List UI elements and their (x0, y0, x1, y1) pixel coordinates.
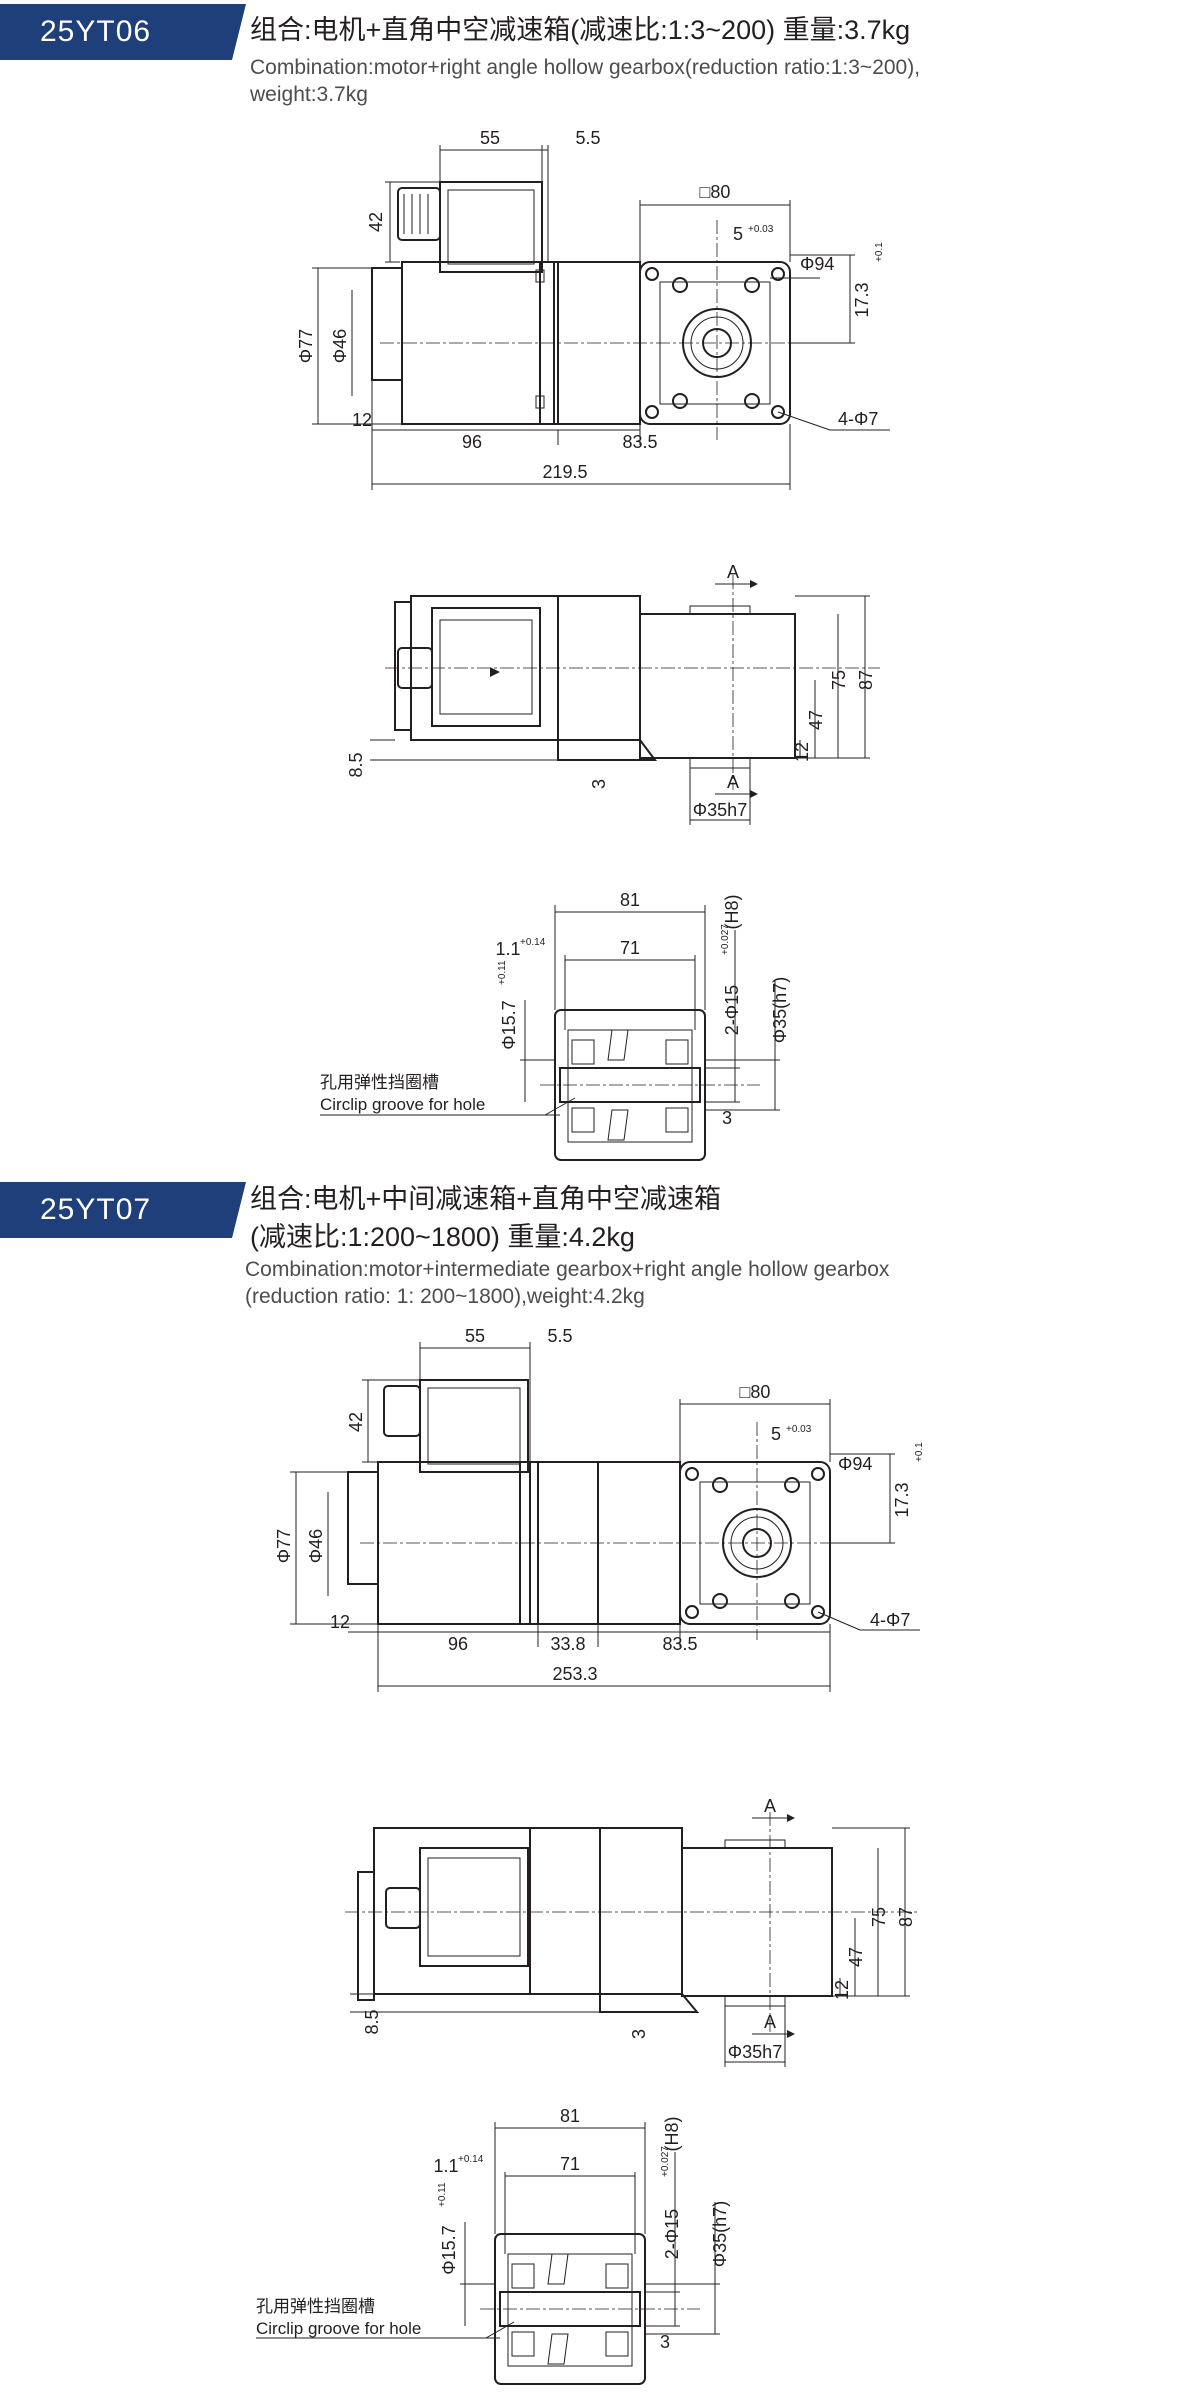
dim-h8: (H8) (662, 2117, 682, 2152)
side-view-drawing: A A 75 87 47 12 8.5 3 Φ35h7 (345, 1796, 920, 2067)
dim-42: 42 (346, 1412, 366, 1432)
dim-shaft-phi35h7: Φ35h7 (693, 800, 747, 820)
dim-8-5: 8.5 (346, 752, 366, 777)
dim-shaft-phi35h7: Φ35h7 (728, 2042, 782, 2062)
dim-83-5: 83.5 (662, 1634, 697, 1654)
dim-47: 47 (806, 710, 826, 730)
dim-total-length: 253.3 (552, 1664, 597, 1684)
circlip-label-en: Circlip groove for hole (256, 2319, 421, 2338)
hollow-shaft-section: 81 71 1.1 +0.14 Φ15.7 +0.11 2-Φ15 +0.027… (256, 2106, 730, 2385)
dim-mounting-holes: 4-Φ7 (870, 1610, 910, 1630)
dim-81: 81 (560, 2106, 580, 2126)
dim-phi94: Φ94 (838, 1454, 872, 1474)
dim-55: 55 (480, 128, 500, 148)
dim-2-phi15-tol: +0.027 (720, 924, 731, 955)
dim-phi46: Φ46 (330, 329, 350, 363)
dim-33-8: 33.8 (550, 1634, 585, 1654)
dim-phi35-h7: Φ35(h7) (710, 2201, 730, 2267)
dim-keyway-5: 5 (771, 1424, 781, 1444)
dim-55: 55 (465, 1326, 485, 1346)
dim-8-5: 8.5 (362, 2009, 382, 2034)
model-title-zh: 组合:电机+直角中空减速箱(减速比:1:3~200) 重量:3.7kg (250, 15, 911, 45)
dim-17-3: 17.3 (892, 1482, 912, 1517)
title-zh-line-1: 组合:电机+中间减速箱+直角中空减速箱 (250, 1184, 722, 1214)
dim-phi94: Φ94 (800, 254, 834, 274)
dim-phi15-7-tol: +0.11 (437, 2182, 448, 2207)
hollow-shaft-section: 81 71 1.1 +0.14 Φ15.7 +0.11 2-Φ15 +0.027… (320, 890, 790, 1161)
title-en-line-2: (reduction ratio: 1: 200~1800),weight:4.… (245, 1285, 645, 1308)
dim-1-1-tol: +0.14 (458, 2154, 484, 2165)
dim-phi35-h7: Φ35(h7) (770, 977, 790, 1043)
dim-3: 3 (589, 779, 609, 789)
dim-42: 42 (366, 212, 386, 232)
section-mark-a-bottom: A (727, 772, 739, 792)
top-view-drawing: 55 5.5 42 □80 5 +0.03 Φ94 17.3 +0.1 Φ77 … (274, 1326, 925, 1692)
dim-81: 81 (620, 890, 640, 910)
top-view-drawing: 55 5.5 42 □80 5 +0.03 Φ94 17.3 +0.1 Φ77 … (296, 128, 890, 490)
section-mark-a-bottom: A (764, 2012, 776, 2032)
dim-keyway-tol: +0.03 (748, 224, 774, 235)
model-title-zh: 组合:电机+中间减速箱+直角中空减速箱 (减速比:1:200~1800) 重量:… (250, 1180, 721, 1256)
dim-17-3-tol: +0.1 (914, 1442, 925, 1462)
dim-71: 71 (560, 2154, 580, 2174)
dim-h8: (H8) (722, 895, 742, 930)
dim-phi15-7: Φ15.7 (439, 2225, 459, 2274)
dim-17-3-tol: +0.1 (874, 242, 885, 262)
dim-phi77: Φ77 (274, 1529, 294, 1563)
dim-96: 96 (462, 432, 482, 452)
dim-12-b: 12 (792, 742, 812, 762)
dim-12: 12 (352, 410, 372, 430)
dim-83-5: 83.5 (622, 432, 657, 452)
model-title-en: Combination:motor+right angle hollow gea… (250, 54, 1150, 108)
model-section-25yt06: 25YT06 组合:电机+直角中空减速箱(减速比:1:3~200) 重量:3.7… (0, 0, 1200, 1161)
dim-1-1-tol: +0.14 (520, 937, 546, 948)
dim-phi77: Φ77 (296, 329, 316, 363)
side-view-drawing: ▲ A A 75 87 47 12 8.5 3 Φ35h7 (346, 562, 880, 825)
model-title-en: Combination:motor+intermediate gearbox+r… (245, 1256, 1145, 1310)
section-mark-a-top: A (764, 1796, 776, 1816)
dim-12: 12 (330, 1612, 350, 1632)
dim-phi15-7: Φ15.7 (499, 1000, 519, 1049)
dim-17-3: 17.3 (852, 282, 872, 317)
dim-75: 75 (869, 1907, 889, 1927)
dim-96: 96 (448, 1634, 468, 1654)
circlip-label-zh: 孔用弹性挡圈槽 (256, 2297, 375, 2316)
title-en-line-2: weight:3.7kg (250, 83, 368, 106)
dim-87: 87 (896, 1907, 916, 1927)
dim-75: 75 (829, 670, 849, 690)
dim-square-80: □80 (700, 182, 731, 202)
dim-5-5: 5.5 (547, 1326, 572, 1346)
model-code-badge: 25YT06 (0, 4, 246, 60)
dim-square-80: □80 (740, 1382, 771, 1402)
title-zh-line-2: (减速比:1:200~1800) 重量:4.2kg (250, 1222, 635, 1252)
dim-2-phi15: 2-Φ15 (722, 985, 742, 1035)
dim-3: 3 (629, 2029, 649, 2039)
dim-3-b: 3 (660, 2332, 670, 2352)
dim-2-phi15-tol: +0.027 (660, 2146, 671, 2177)
dim-3-b: 3 (722, 1108, 732, 1128)
title-en-line-1: Combination:motor+intermediate gearbox+r… (245, 1258, 890, 1281)
dim-keyway-5: 5 (733, 224, 743, 244)
dim-total-length: 219.5 (542, 462, 587, 482)
dim-47: 47 (846, 1947, 866, 1967)
model-section-25yt07: 25YT07 组合:电机+中间减速箱+直角中空减速箱 (减速比:1:200~18… (0, 1172, 1200, 2394)
dim-keyway-tol: +0.03 (786, 1424, 812, 1435)
dim-2-phi15: 2-Φ15 (662, 2209, 682, 2259)
circlip-label-en: Circlip groove for hole (320, 1095, 485, 1114)
dim-5-5: 5.5 (575, 128, 600, 148)
dim-12-b: 12 (832, 1980, 852, 2000)
dim-1-1: 1.1 (495, 939, 520, 959)
dim-mounting-holes: 4-Φ7 (838, 409, 878, 429)
circlip-label-zh: 孔用弹性挡圈槽 (320, 1073, 439, 1092)
dim-87: 87 (856, 670, 876, 690)
dim-phi46: Φ46 (306, 1529, 326, 1563)
brand-logo-text: ▲ (486, 664, 505, 681)
model-code-badge: 25YT07 (0, 1182, 246, 1238)
title-en-line-1: Combination:motor+right angle hollow gea… (250, 56, 921, 79)
section-mark-a-top: A (727, 562, 739, 582)
dim-71: 71 (620, 938, 640, 958)
dim-phi15-7-tol: +0.11 (497, 960, 508, 985)
dim-1-1: 1.1 (433, 2156, 458, 2176)
